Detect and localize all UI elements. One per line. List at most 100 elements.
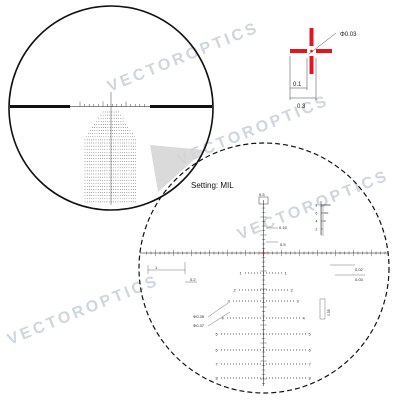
overview-ladder-dot	[86, 192, 88, 193]
overview-ladder-dot	[95, 195, 97, 197]
overview-ladder-dot	[106, 148, 108, 150]
detail-ladder-dot	[236, 317, 237, 319]
overview-ladder-dot	[89, 189, 90, 190]
detail-ladder-dot	[254, 317, 255, 319]
corner-scale-number: 4	[316, 219, 318, 223]
overview-ladder-dot	[97, 161, 99, 162]
detail-ladder-dot	[269, 363, 270, 365]
overview-ladder-dot	[113, 170, 114, 172]
detail-ladder-dot	[242, 377, 243, 379]
right-label-2: 0.03	[355, 277, 364, 282]
overview-ladder-dot	[129, 130, 131, 131]
overview-ladder-dot	[108, 195, 110, 197]
detail-ladder-dot	[269, 300, 270, 302]
detail-ladder-dot	[299, 349, 300, 351]
overview-ladder-dot	[122, 198, 123, 200]
detail-ladder-dot	[275, 272, 276, 274]
overview-ladder-dot	[105, 117, 106, 119]
overview-ladder-dot	[93, 182, 95, 184]
detail-ladder-dot	[260, 317, 261, 319]
detail-ladder-dot	[242, 317, 243, 319]
overview-ladder-dot	[135, 192, 136, 193]
overview-ladder-dot	[106, 176, 108, 178]
detail-ladder-dot	[278, 289, 279, 291]
overview-ladder-dot	[113, 158, 114, 159]
detail-ladder-dot	[278, 300, 279, 302]
overview-ladder-dot	[122, 173, 123, 175]
detail-ladder-dot	[245, 300, 246, 302]
detail-ladder-dot	[269, 317, 270, 319]
overview-ladder-dot	[96, 120, 98, 122]
overview-ladder-dot	[94, 133, 96, 135]
overview-ladder-dot	[113, 176, 114, 178]
overview-ladder-dot	[108, 179, 110, 181]
overview-ladder-dot	[122, 164, 123, 166]
overview-ladder-dot	[105, 133, 107, 135]
dot-detail-leader	[308, 32, 337, 55]
overview-ladder-dot	[89, 142, 90, 144]
detail-ladder-dot	[251, 272, 252, 274]
overview-ladder-dot	[113, 120, 115, 122]
overview-ladder-dot	[86, 182, 88, 184]
overview-ladder-dot	[130, 170, 132, 172]
overview-ladder-dot	[116, 133, 118, 135]
overview-ladder-dot	[89, 195, 90, 197]
overview-ladder-dot	[128, 170, 130, 172]
overview-ladder-dot	[128, 179, 130, 181]
overview-ladder-dot	[111, 124, 113, 125]
overview-ladder-dot	[117, 170, 119, 172]
detail-ladder-dot	[227, 317, 228, 319]
overview-ladder-dot	[119, 186, 121, 187]
overview-ladder-dot	[89, 161, 90, 162]
overview-ladder-dot	[89, 192, 90, 193]
overview-ladder-dot	[126, 201, 128, 203]
overview-ladder-dot	[122, 189, 123, 190]
detail-ladder-dot	[284, 300, 285, 302]
overview-ladder-dot	[126, 148, 128, 150]
overview-ladder-dot	[130, 179, 132, 181]
overview-ladder-dot	[111, 155, 112, 156]
detail-ladder-dot	[224, 333, 225, 335]
overview-ladder-dot	[123, 130, 124, 131]
left-label-2: 0.2	[190, 277, 196, 282]
overview-ladder-dot	[115, 189, 117, 190]
detail-ladder-dot	[299, 363, 300, 365]
overview-ladder-dot	[124, 198, 125, 200]
overview-ladder-dot	[115, 173, 117, 175]
detail-ladder-dot	[260, 300, 261, 302]
overview-ladder-dot	[104, 170, 106, 172]
overview-ladder-dot	[100, 158, 101, 159]
overview-ladder-dot	[110, 136, 111, 138]
overview-ladder-dot	[124, 186, 125, 187]
overview-ladder-dot	[104, 198, 106, 200]
top-label: 0.5	[259, 192, 265, 197]
overview-ladder-dot	[102, 158, 103, 159]
overview-ladder-dot	[102, 170, 103, 172]
overview-ladder-dot	[117, 173, 119, 175]
detail-ladder-dot	[296, 349, 297, 351]
overview-ladder-dot	[92, 136, 94, 138]
overview-ladder-dot	[130, 192, 132, 193]
overview-ladder-dot	[91, 179, 92, 181]
overview-ladder-dot	[115, 142, 117, 144]
detail-ladder-dot	[221, 349, 222, 351]
overview-ladder-dot	[128, 139, 130, 141]
overview-ladder-dot	[135, 151, 136, 153]
detail-ladder-dot	[245, 363, 246, 365]
overview-ladder-dot	[100, 114, 102, 116]
overview-ladder-dot	[103, 136, 105, 138]
overview-ladder-dot	[135, 164, 136, 166]
overview-ladder-dot	[95, 198, 97, 200]
overview-ladder-dot	[130, 148, 132, 150]
overview-ladder-dot	[115, 198, 117, 200]
detail-ladder-dot	[251, 317, 252, 319]
overview-ladder-dot	[105, 120, 106, 122]
overview-ladder-dot	[109, 120, 111, 122]
overview-ladder-dot	[118, 133, 120, 135]
ladder-number-right: 1	[285, 270, 288, 275]
overview-ladder-dot	[119, 170, 121, 172]
overview-ladder-dot	[96, 136, 98, 138]
overview-ladder-dot	[114, 127, 115, 128]
overview-ladder-dot	[128, 145, 130, 147]
overview-ladder-dot	[113, 114, 115, 116]
